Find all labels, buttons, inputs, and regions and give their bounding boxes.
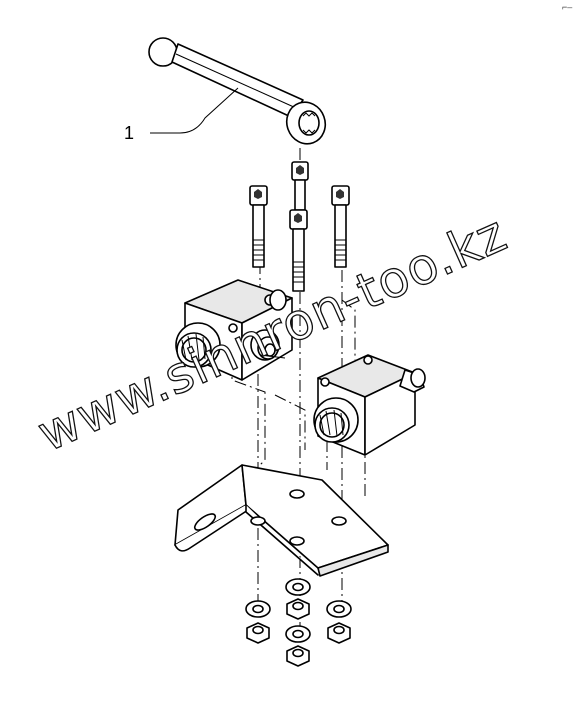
washer-center-lower bbox=[285, 625, 311, 643]
screw-short-top bbox=[291, 161, 309, 211]
washer-right bbox=[326, 600, 352, 618]
washer-center-top bbox=[285, 578, 311, 596]
mounting-bracket bbox=[174, 464, 389, 577]
screw-right bbox=[331, 185, 350, 268]
valve-block-upper bbox=[175, 279, 293, 381]
corner-mark: ⌐‒ bbox=[562, 2, 572, 12]
screw-left bbox=[249, 185, 268, 268]
nut-center-upper bbox=[286, 598, 310, 620]
nut-right bbox=[327, 622, 351, 644]
washer-left bbox=[245, 600, 271, 618]
valve-block-lower bbox=[313, 354, 426, 456]
callout-number: 1 bbox=[124, 123, 134, 143]
callout-1: 1 bbox=[124, 87, 239, 143]
nut-center-lower bbox=[286, 645, 310, 667]
nut-left bbox=[246, 622, 270, 644]
screw-center bbox=[289, 209, 308, 292]
washers-nuts bbox=[245, 578, 352, 667]
lever-handle bbox=[148, 37, 327, 145]
watermark-text: www.sinnron-too.kz bbox=[29, 204, 515, 463]
